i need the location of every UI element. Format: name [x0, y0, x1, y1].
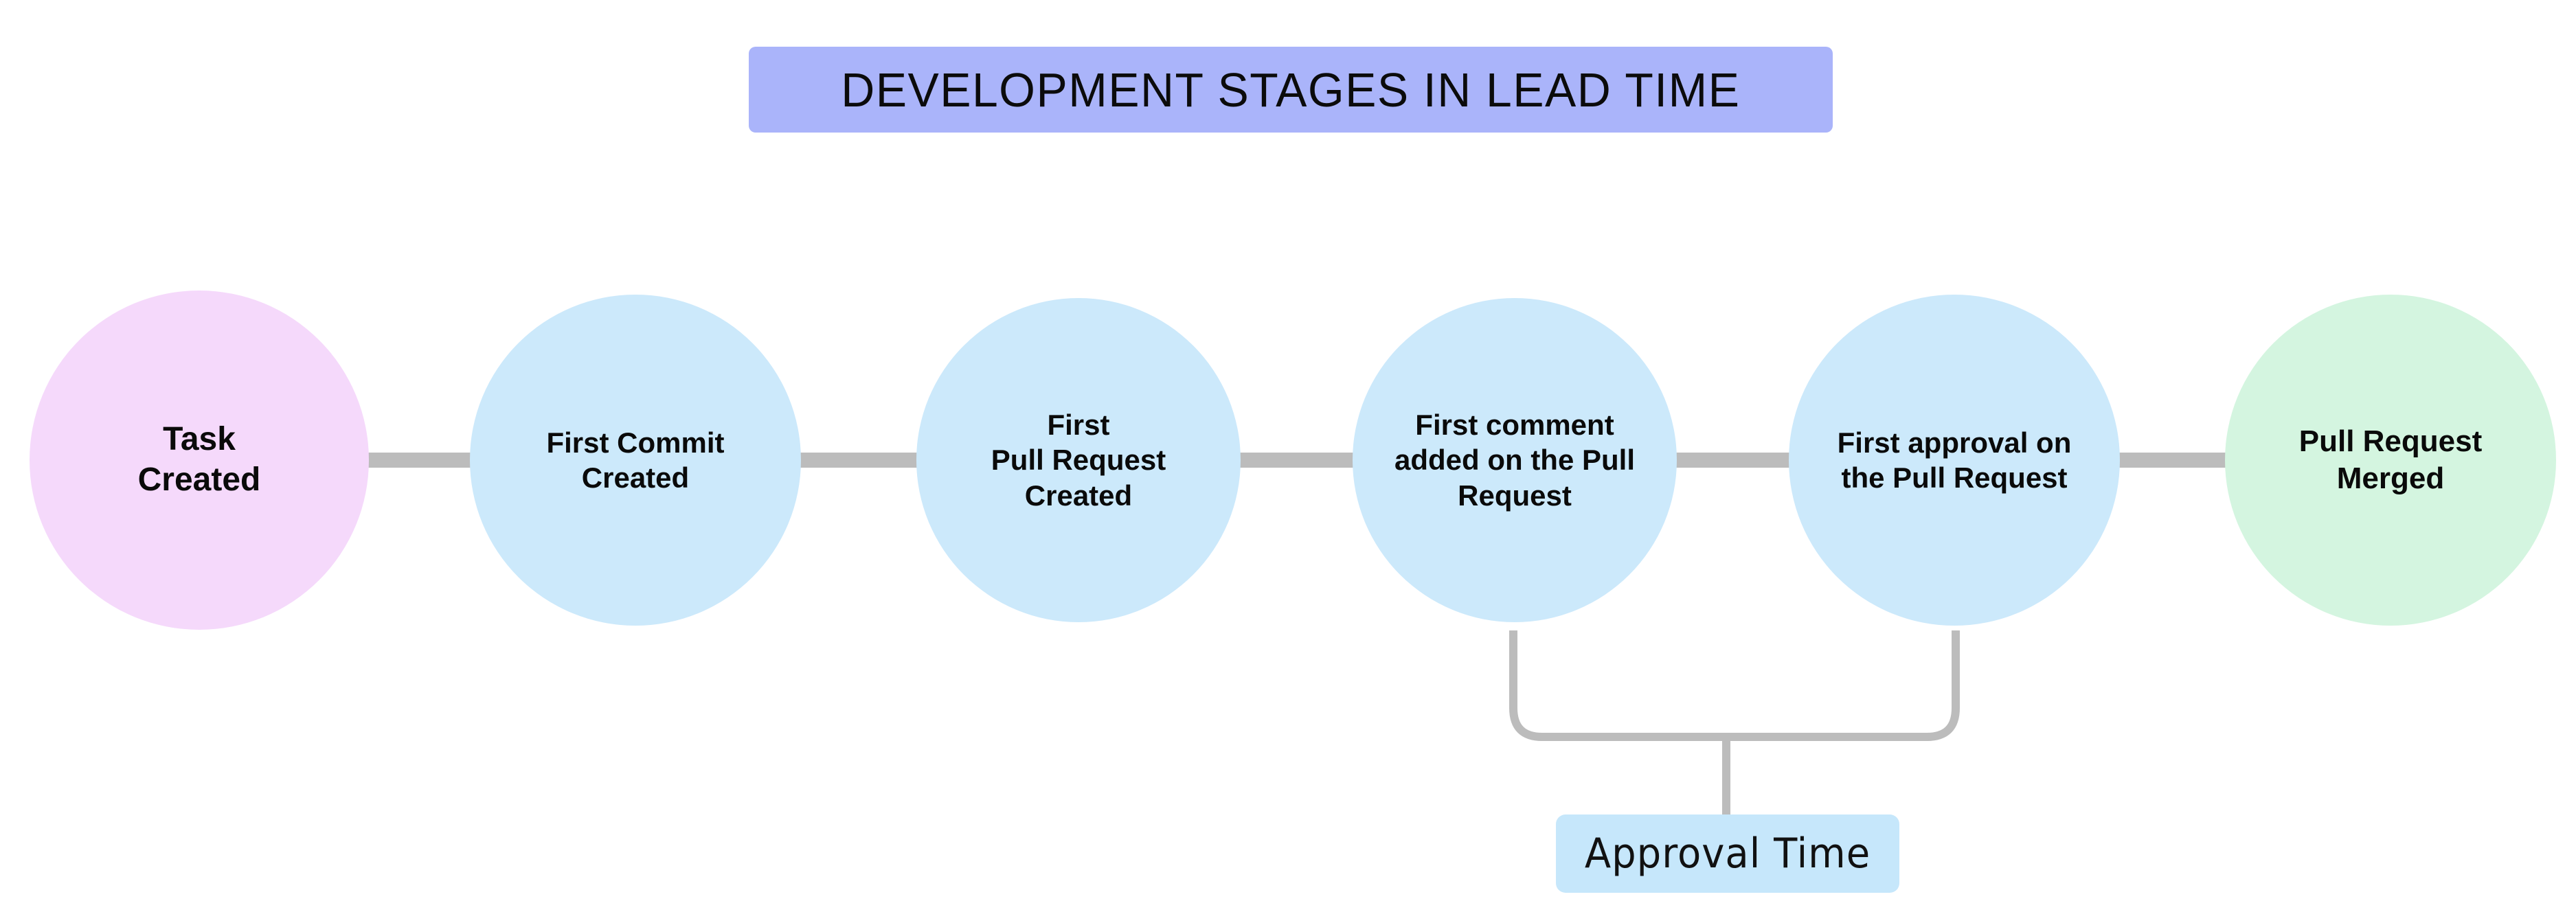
stage-node-label: Pull Request Merged	[2298, 424, 2483, 495]
stage-node-first-comment-added-on-pull-request[interactable]: First comment added on the Pull Request	[1353, 298, 1677, 622]
stage-node-label: Task Created	[137, 421, 261, 498]
stage-node-label: First comment added on the Pull Request	[1394, 409, 1635, 512]
bracket-path	[1509, 630, 1960, 741]
stage-node-first-approval-on-pull-request[interactable]: First approval on the Pull Request	[1789, 295, 2120, 626]
connector-first-commit-created-to-first-pull-request-created	[797, 453, 920, 468]
page-title: DEVELOPMENT STAGES IN LEAD TIME	[841, 62, 1741, 117]
stage-node-label: First approval on the Pull Request	[1837, 426, 2072, 494]
stage-node-label: First Pull Request Created	[991, 409, 1166, 512]
stage-node-label: First Commit Created	[546, 426, 725, 494]
connector-first-comment-added-on-pull-request-to-first-approval-on-pull-request	[1673, 453, 1793, 468]
stage-node-first-commit-created[interactable]: First Commit Created	[470, 295, 801, 626]
stage-node-first-pull-request-created[interactable]: First Pull Request Created	[916, 298, 1241, 622]
diagram-title-banner: DEVELOPMENT STAGES IN LEAD TIME	[749, 47, 1833, 133]
approval-time-label: Approval Time	[1584, 830, 1871, 878]
stage-node-task-created[interactable]: Task Created	[30, 290, 369, 630]
stage-node-pull-request-merged[interactable]: Pull Request Merged	[2225, 295, 2556, 626]
approval-time-label-box: Approval Time	[1556, 814, 1899, 893]
connector-first-pull-request-created-to-first-comment-added-on-pull-request	[1236, 453, 1357, 468]
connector-first-approval-on-pull-request-to-pull-request-merged	[2116, 453, 2229, 468]
connector-task-created-to-first-commit-created	[364, 453, 474, 468]
